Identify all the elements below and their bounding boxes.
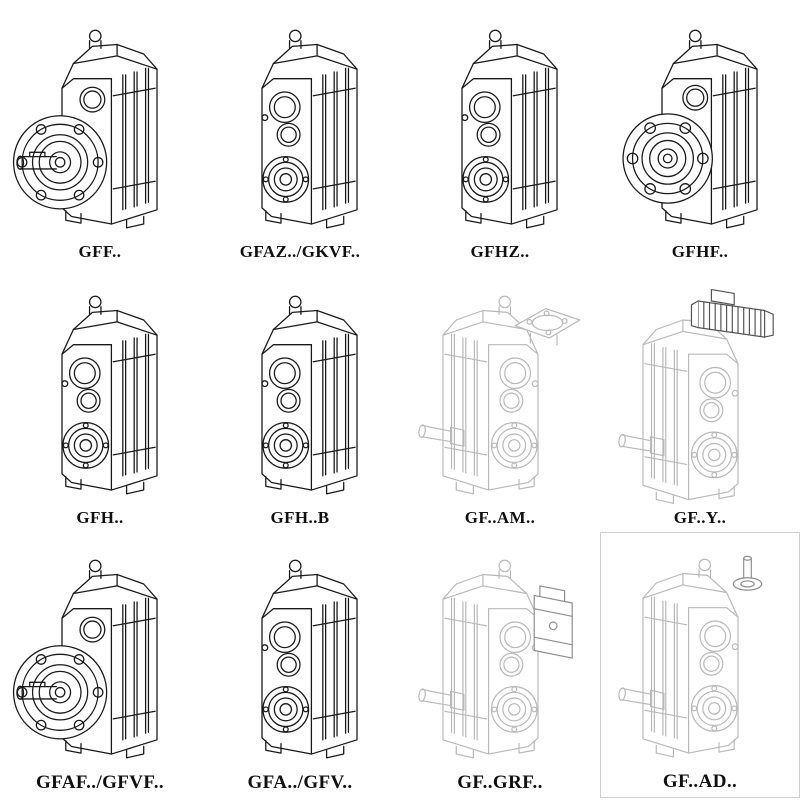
drawing-use <box>418 297 580 495</box>
gearbox-hollow-with-base-icon <box>205 285 395 507</box>
cell-gf-ad: GF..AD.. <box>600 532 800 798</box>
cell-gf-grf: GF..GRF.. <box>400 532 600 798</box>
cell-gfaz-gkvf: GFAZ../GKVF.. <box>200 0 400 266</box>
model-label: GFHZ.. <box>470 242 530 262</box>
gearbox-with-mounted-motor-icon <box>605 285 795 507</box>
model-label: GFF.. <box>78 242 122 262</box>
drawing-use <box>14 560 157 758</box>
drawing-use <box>618 290 773 504</box>
model-label: GFHF.. <box>671 242 729 262</box>
cell-gfa-gfv: GFA../GFV.. <box>200 532 400 798</box>
gearbox-with-grf-attachment-icon <box>405 549 595 771</box>
gearbox-hollow-shaft-icon <box>405 19 595 241</box>
drawing-use <box>418 560 572 758</box>
cell-gfh-b: GFH..B <box>200 266 400 532</box>
cell-gfhf: GFHF.. <box>600 0 800 266</box>
drawing-use <box>62 297 157 495</box>
gearbox-hollow-bearing-face-icon <box>205 19 395 241</box>
gearbox-flange-hollow-icon <box>605 19 795 241</box>
model-label: GF..Y.. <box>673 508 727 528</box>
model-label: GF..GRF.. <box>457 772 543 794</box>
drawing-use <box>14 31 157 229</box>
model-label: GF..AM.. <box>464 508 536 528</box>
model-label: GF..AD.. <box>662 771 738 793</box>
cell-gfhz: GFHZ.. <box>400 0 600 266</box>
gearbox-with-input-adapter-icon <box>605 548 795 770</box>
gearbox-flange-with-shaft-icon <box>5 19 195 241</box>
model-label: GFH..B <box>270 508 330 528</box>
cell-gfh: GFH.. <box>0 266 200 532</box>
cell-gfaf-gfvf: GFAF../GFVF.. <box>0 532 200 798</box>
drawing-use <box>623 31 757 229</box>
drawing-use <box>262 31 357 229</box>
model-label: GFA../GFV.. <box>247 772 353 794</box>
gearbox-flange-with-shaft-icon <box>5 549 195 771</box>
gearbox-hollow-bearing-face-icon <box>205 549 395 771</box>
drawing-use <box>618 557 762 757</box>
drawing-use <box>462 31 557 229</box>
drawing-use <box>262 560 357 758</box>
cell-gf-y: GF..Y.. <box>600 266 800 532</box>
cell-gff: GFF.. <box>0 0 200 266</box>
drawing-use <box>262 297 357 495</box>
gearbox-with-motor-adapter-icon <box>405 285 595 507</box>
model-label: GFH.. <box>76 508 124 528</box>
model-label: GFAZ../GKVF.. <box>239 242 361 262</box>
gearbox-hollow-bearing-face-icon <box>5 285 195 507</box>
model-label: GFAF../GFVF.. <box>35 772 164 794</box>
cell-gf-am: GF..AM.. <box>400 266 600 532</box>
